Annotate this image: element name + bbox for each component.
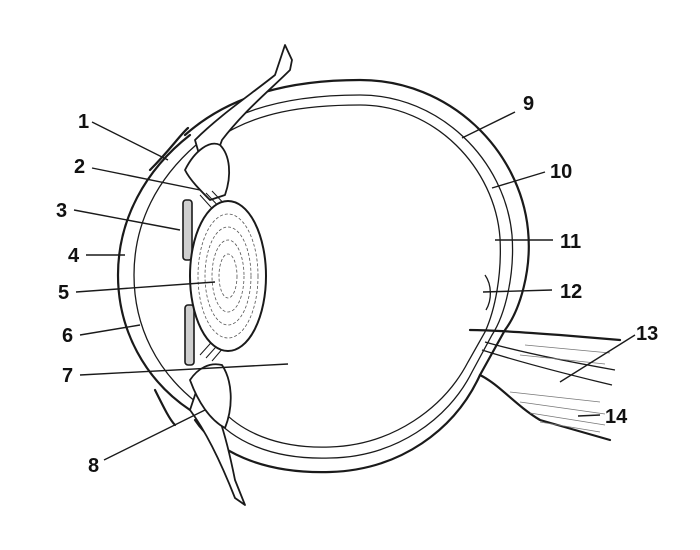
ciliary-body-lower (189, 363, 232, 429)
label-7: 7 (62, 365, 73, 387)
label-5: 5 (58, 282, 69, 304)
optic-disc (484, 274, 492, 311)
label-14: 14 (605, 406, 628, 428)
optic-nerve (468, 328, 622, 442)
choroid-layer (204, 94, 514, 459)
label-12: 12 (560, 281, 582, 303)
label-8: 8 (88, 455, 99, 477)
label-3: 3 (56, 200, 67, 222)
leader-lines (73, 111, 636, 461)
lower-eyelid (153, 388, 177, 427)
lens (189, 200, 267, 352)
ciliary-body-upper (184, 142, 231, 201)
iris-upper (182, 199, 193, 261)
label-10: 10 (550, 161, 572, 183)
upper-eyelid (148, 126, 190, 172)
optic-nerve-fibres (509, 344, 611, 433)
label-2: 2 (74, 156, 85, 178)
sclera-outer (183, 78, 530, 474)
label-4: 4 (68, 245, 80, 267)
label-6: 6 (62, 325, 73, 347)
label-1: 1 (78, 111, 89, 133)
label-13: 13 (636, 323, 658, 345)
label-11: 11 (560, 231, 581, 253)
iris-lower (184, 304, 195, 366)
label-9: 9 (523, 93, 534, 115)
retina-layer (214, 104, 501, 448)
cornea (116, 133, 192, 412)
